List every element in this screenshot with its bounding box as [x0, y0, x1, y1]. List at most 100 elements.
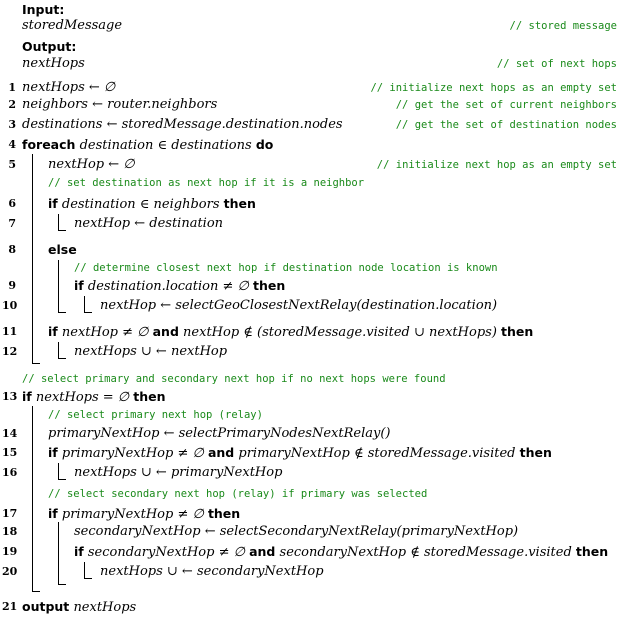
code-line: 5 nextHop ← ∅ // initialize next hop as … — [0, 155, 623, 175]
block-bar — [58, 214, 59, 230]
line-number: 13 — [2, 390, 18, 403]
comment: // get the set of destination nodes — [395, 119, 617, 131]
input-label: Input: — [22, 2, 65, 17]
block-bar — [32, 406, 33, 591]
code: nextHops ← ∅ — [22, 80, 116, 95]
block-end-tick — [58, 230, 66, 231]
line-number: 1 — [8, 81, 16, 94]
if-keyword: if — [22, 389, 32, 404]
else-keyword: else — [48, 242, 77, 257]
line-number: 5 — [8, 158, 16, 171]
line-number: 14 — [2, 427, 18, 440]
comment: // set destination as next hop if it is … — [48, 177, 365, 189]
comment-line: // select primary and secondary next hop… — [0, 369, 623, 389]
code-line: 20 nextHops ∪ ← secondaryNextHop — [0, 562, 623, 582]
code: secondaryNextHop ≠ ∅ — [87, 545, 245, 560]
code: secondaryNextHop ← selectSecondaryNextRe… — [74, 524, 519, 539]
code-line: 1 nextHops ← ∅ // initialize next hops a… — [0, 78, 623, 98]
code: primaryNextHop ∉ storedMessage.visited — [238, 446, 516, 461]
comment-line: // determine closest next hop if destina… — [0, 258, 623, 278]
output-label: Output: — [22, 39, 77, 54]
code-line: 11 if nextHop ≠ ∅ and nextHop ∉ (storedM… — [0, 322, 623, 342]
code: primaryNextHop ← selectPrimaryNodesNextR… — [48, 426, 391, 441]
if-keyword: if — [48, 196, 58, 211]
block-end-tick — [84, 312, 92, 313]
line-number: 2 — [8, 98, 16, 111]
line-number: 10 — [2, 299, 18, 312]
code: destinations ← storedMessage.destination… — [22, 117, 343, 132]
code-line: 17 if primaryNextHop ≠ ∅ then — [0, 504, 623, 524]
and-keyword: and — [152, 324, 179, 339]
code-line: 13 if nextHops = ∅ then — [0, 387, 623, 407]
code-line: 15 if primaryNextHop ≠ ∅ and primaryNext… — [0, 443, 623, 463]
code: nextHop ← selectGeoClosestNextRelay(dest… — [100, 298, 498, 313]
comment: // get the set of current neighbors — [395, 99, 617, 111]
block-end-tick — [32, 363, 40, 364]
if-statement: if nextHops = ∅ then — [22, 387, 166, 408]
block-end-tick — [58, 479, 66, 480]
block-bar — [84, 562, 85, 578]
line-number: 8 — [8, 243, 16, 256]
line-number: 17 — [2, 507, 18, 520]
input-var: storedMessage — [22, 18, 123, 33]
comment: // initialize next hops as an empty set — [370, 82, 617, 94]
comment: // determine closest next hop if destina… — [74, 262, 498, 274]
if-keyword: if — [48, 445, 58, 460]
if-statement: if destination.location ≠ ∅ then — [74, 276, 285, 297]
code-line: 2 neighbors ← router.neighbors // get th… — [0, 95, 623, 115]
if-keyword: if — [74, 278, 84, 293]
line-number: 3 — [8, 118, 16, 131]
code: neighbors ← router.neighbors — [22, 97, 218, 112]
then-keyword: then — [253, 278, 286, 293]
code: primaryNextHop ≠ ∅ — [61, 446, 204, 461]
if-statement: if nextHop ≠ ∅ and nextHop ∉ (storedMess… — [48, 322, 533, 343]
input-label-row: Input: — [0, 0, 623, 20]
then-keyword: then — [133, 389, 166, 404]
output-comment: // set of next hops — [496, 58, 617, 70]
and-keyword: and — [207, 445, 235, 460]
code: nextHops ∪ ← nextHop — [74, 344, 228, 359]
line-number: 19 — [2, 545, 18, 558]
line-number: 4 — [8, 138, 16, 151]
comment-line: // select primary next hop (relay) — [0, 405, 623, 425]
block-bar — [58, 463, 59, 479]
block-end-tick — [58, 584, 66, 585]
block-end-tick — [58, 312, 66, 313]
output-statement: output nextHops — [22, 597, 136, 618]
code: nextHop ← ∅ — [48, 157, 135, 172]
code-line: 4 foreach destination ∈ destinations do — [0, 135, 623, 155]
code-line: 21 output nextHops — [0, 597, 623, 617]
line-number: 11 — [2, 325, 18, 338]
block-bar — [32, 154, 33, 363]
line-number: 16 — [2, 466, 18, 479]
if-statement: if secondaryNextHop ≠ ∅ and secondaryNex… — [74, 542, 608, 563]
code: nextHop ← destination — [74, 216, 224, 231]
line-number: 15 — [2, 446, 18, 459]
block-end-tick — [84, 578, 92, 579]
block-bar — [58, 342, 59, 358]
input-comment: // stored message — [509, 20, 617, 32]
foreach-statement: foreach destination ∈ destinations do — [22, 135, 273, 156]
code-line: 14 primaryNextHop ← selectPrimaryNodesNe… — [0, 424, 623, 444]
code: nextHops — [73, 600, 137, 615]
line-number: 7 — [8, 217, 16, 230]
if-statement: if destination ∈ neighbors then — [48, 194, 256, 215]
code: nextHops = ∅ — [35, 390, 130, 405]
do-keyword: do — [255, 137, 274, 152]
code: secondaryNextHop ∉ storedMessage.visited — [279, 545, 572, 560]
code-line: 19 if secondaryNextHop ≠ ∅ and secondary… — [0, 542, 623, 562]
and-keyword: and — [249, 544, 276, 559]
code: destination ∈ destinations — [79, 138, 252, 153]
comment: // select primary next hop (relay) — [48, 409, 263, 421]
comment: // select secondary next hop (relay) if … — [48, 488, 428, 500]
code-line: 6 if destination ∈ neighbors then — [0, 194, 623, 214]
code-line: 16 nextHops ∪ ← primaryNextHop — [0, 463, 623, 483]
code-line: 12 nextHops ∪ ← nextHop — [0, 342, 623, 362]
then-keyword: then — [519, 445, 552, 460]
comment: // initialize next hop as an empty set — [376, 159, 617, 171]
line-number: 12 — [2, 345, 18, 358]
line-number: 9 — [8, 279, 16, 292]
if-statement: if primaryNextHop ≠ ∅ and primaryNextHop… — [48, 443, 552, 464]
code: destination.location ≠ ∅ — [87, 279, 249, 294]
